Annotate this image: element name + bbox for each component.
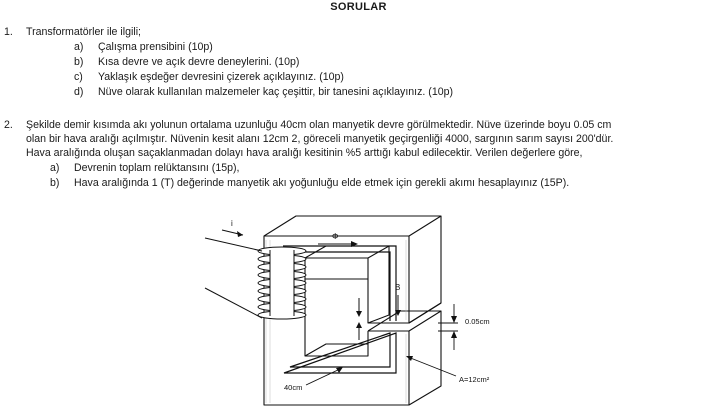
item-text: Hava aralığında 1 (T) değerinde manyetik…	[74, 177, 570, 189]
question-1-item-d: d) Nüve olarak kullanılan malzemeler kaç …	[74, 86, 453, 98]
area-label: A=12cm²	[459, 375, 490, 384]
question-1-text: Transformatörler ile ilgili;	[26, 26, 141, 38]
gap-length-label: 0.05cm	[465, 317, 490, 326]
question-2-item-a: a) Devrenin toplam relüktansını (15p),	[50, 162, 239, 174]
question-2-line-3: Hava aralığında oluşan saçaklanmadan dol…	[26, 147, 583, 159]
item-label: c)	[74, 71, 83, 83]
item-text: Kısa devre ve açık devre deneylerini. (1…	[98, 56, 300, 68]
item-text: Nüve olarak kullanılan malzemeler kaç çe…	[98, 86, 454, 98]
question-1-number: 1.	[4, 26, 13, 38]
b-field-label: B	[395, 283, 400, 292]
flux-label: Φ	[332, 232, 338, 241]
item-label: b)	[50, 177, 60, 189]
item-text: Devrenin toplam relüktansını (15p),	[74, 162, 240, 174]
question-2-line-1: Şekilde demir kısımda akı yolunun ortala…	[26, 119, 612, 131]
item-label: d)	[74, 86, 84, 98]
question-1-item-c: c) Yaklaşık eşdeğer devresini çizerek açı…	[74, 71, 344, 83]
question-1-item-b: b) Kısa devre ve açık devre deneylerini. …	[74, 56, 299, 68]
item-text: Çalışma prensibini (10p)	[98, 41, 213, 53]
item-label: a)	[50, 162, 60, 174]
question-2-line-2: olan bir hava aralığı açılmıştır. Nüveni…	[26, 133, 614, 145]
page-title: SORULAR	[330, 1, 387, 13]
current-label: i	[231, 219, 233, 228]
path-length-label: 40cm	[284, 383, 302, 392]
question-2-item-b: b) Hava aralığında 1 (T) değerinde manyet…	[50, 177, 569, 189]
question-1-item-a: a) Çalışma prensibini (10p)	[74, 41, 213, 53]
question-2-number: 2.	[4, 119, 13, 131]
item-label: a)	[74, 41, 84, 53]
item-label: b)	[74, 56, 84, 68]
item-text: Yaklaşık eşdeğer devresini çizerek açıkl…	[98, 71, 344, 83]
